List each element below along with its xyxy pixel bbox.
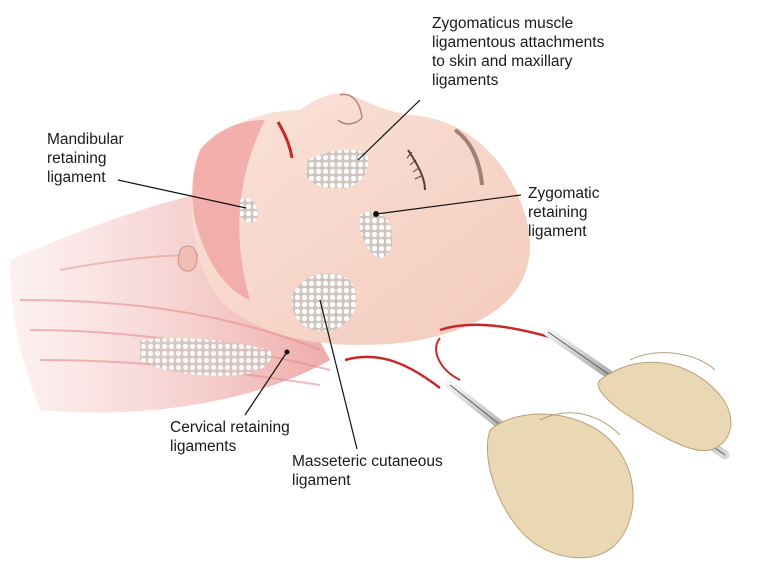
retractor-lower (445, 380, 634, 559)
label-zygomaticus-muscle-attachments: Zygomaticus muscle ligamentous attachmen… (432, 15, 605, 89)
zygomatic-ligament-patch (360, 211, 393, 258)
masseteric-ligament-patch (292, 273, 357, 332)
leader-line-cervical (244, 351, 288, 416)
label-cervical-retaining-ligaments: Cervical retaining ligaments (170, 419, 290, 455)
zygomaticus-ligament-patch (306, 149, 369, 189)
leader-line-zygomaticus (357, 99, 421, 161)
leader-line-mandibular (117, 179, 247, 209)
leader-line-masseteric (319, 299, 358, 450)
retractor-upper (543, 327, 732, 460)
incisions (344, 323, 561, 389)
ligament-patches (140, 149, 393, 376)
label-masseteric-cutaneous-ligament: Masseteric cutaneous ligament (292, 453, 443, 489)
cervical-marker-dot (284, 349, 290, 355)
label-mandibular-retaining-ligament: Mandibular retaining ligament (47, 131, 124, 186)
label-zygomatic-retaining-ligament: Zygomatic retaining ligament (528, 185, 600, 240)
leader-line-zygomatic (375, 194, 522, 215)
cervical-ligament-patch (140, 338, 272, 376)
leader-lines (117, 99, 522, 450)
mandibular-ligament-patch (240, 198, 258, 223)
zygomatic-marker-dot (373, 211, 379, 217)
